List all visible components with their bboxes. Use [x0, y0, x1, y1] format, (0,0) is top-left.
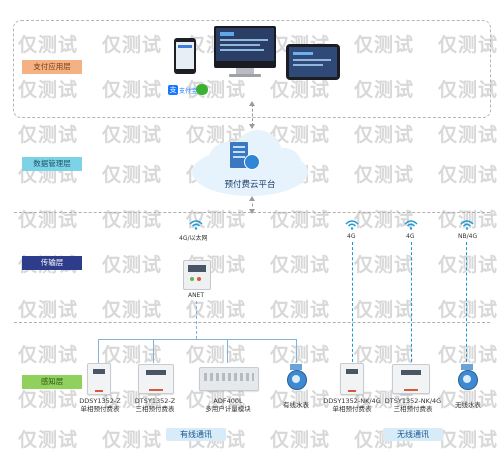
watermark-text: 仅测试 — [18, 124, 79, 146]
bus-drop-3 — [227, 339, 228, 363]
watermark-text: 仅测试 — [354, 254, 415, 276]
wireless-link-2 — [411, 242, 412, 362]
separator-top — [14, 212, 490, 213]
device-label-2: DTSY1352-Z 三相预付费表 — [127, 397, 183, 413]
watermark-text: 仅测试 — [354, 124, 415, 146]
watermark-text: 仅测试 — [102, 124, 163, 146]
watermark-text: 仅测试 — [438, 254, 499, 276]
device-label-1: DDSY1352-Z 单相预付费表 — [72, 397, 128, 413]
device-image-5 — [340, 363, 364, 395]
network-label-left: 4G/以太网 — [179, 235, 208, 242]
device-desc: 三相预付费表 — [393, 405, 433, 413]
network-label-3: NB/4G — [458, 233, 478, 240]
device-model: DDSY1352-Z — [79, 397, 121, 405]
globe-icon — [244, 154, 260, 170]
watermark-text: 仅测试 — [102, 209, 163, 231]
layer-label-app: 支付应用层 — [22, 60, 82, 74]
device-desc: 无线水表 — [455, 401, 481, 409]
alipay-icon: 支 — [168, 85, 178, 95]
monitor-base-icon — [229, 74, 261, 77]
watermark-text: 仅测试 — [438, 124, 499, 146]
watermark-text: 仅测试 — [186, 344, 247, 366]
wired-bus — [98, 339, 296, 340]
watermark-text: 仅测试 — [102, 429, 163, 451]
device-label-3: ADF400L 多用户计量模块 — [196, 397, 260, 413]
watermark-text: 仅测试 — [18, 209, 79, 231]
wireless-link-1 — [352, 242, 353, 362]
wireless-comm-label: 无线通讯 — [383, 428, 443, 441]
watermark-text: 仅测试 — [18, 429, 79, 451]
layer-label-platform: 数据管理层 — [22, 157, 82, 171]
watermark-text: 仅测试 — [270, 209, 331, 231]
device-image-7 — [458, 364, 478, 394]
arrow-down-icon — [249, 209, 255, 214]
arrow-up-icon — [249, 101, 255, 106]
wireless-link-3 — [466, 242, 467, 362]
device-label-5: DDSY1352-NK/4G 单相预付费表 — [322, 397, 382, 413]
desktop-monitor-icon — [214, 26, 276, 68]
device-label-7: 无线水表 — [446, 401, 490, 409]
arrow-down-icon — [249, 124, 255, 129]
link-app-cloud — [252, 104, 253, 126]
device-image-6 — [392, 364, 430, 394]
gateway-device — [183, 260, 211, 290]
network-label-2: 4G — [406, 233, 415, 240]
wired-comm-label: 有线通讯 — [166, 428, 226, 441]
device-model: ADF400L — [213, 397, 243, 405]
device-label-4: 有线水表 — [274, 401, 318, 409]
device-image-3 — [199, 367, 259, 391]
watermark-text: 仅测试 — [354, 299, 415, 321]
gateway-label: ANET — [187, 292, 205, 299]
layer-label-transport: 传输层 — [22, 256, 82, 270]
wechat-icon — [196, 84, 208, 95]
cloud-platform: 预付费云平台 — [188, 128, 312, 198]
gateway-downlink — [196, 301, 197, 339]
platform-label: 预付费云平台 — [224, 180, 276, 190]
separator-bottom — [14, 322, 490, 323]
monitor-stand-icon — [236, 68, 254, 74]
device-model: DTSY1352-NK/4G — [384, 397, 442, 405]
bus-drop-4 — [296, 339, 297, 363]
wifi-icon — [404, 220, 418, 230]
watermark-text: 仅测试 — [438, 429, 499, 451]
bus-drop-2 — [153, 339, 154, 363]
server-icon — [230, 142, 248, 168]
device-model: DDSY1352-NK/4G — [323, 397, 381, 405]
watermark-text: 仅测试 — [18, 344, 79, 366]
watermark-text: 仅测试 — [270, 299, 331, 321]
tablet-icon — [286, 44, 340, 80]
device-desc: 有线水表 — [283, 401, 309, 409]
watermark-text: 仅测试 — [102, 299, 163, 321]
watermark-text: 仅测试 — [438, 344, 499, 366]
device-image-4 — [287, 364, 307, 394]
device-desc: 单相预付费表 — [332, 405, 372, 413]
device-label-6: DTSY1352-NK/4G 三相预付费表 — [383, 397, 443, 413]
watermark-text: 仅测试 — [102, 164, 163, 186]
wifi-icon — [460, 220, 474, 230]
device-image-2 — [138, 364, 174, 394]
watermark-text: 仅测试 — [270, 254, 331, 276]
watermark-text: 仅测试 — [18, 299, 79, 321]
device-desc: 三相预付费表 — [135, 405, 175, 413]
wifi-icon — [189, 220, 203, 230]
alipay-label: 支付宝 — [179, 88, 198, 95]
watermark-text: 仅测试 — [438, 299, 499, 321]
wifi-icon — [345, 220, 359, 230]
watermark-text: 仅测试 — [102, 254, 163, 276]
watermark-text: 仅测试 — [18, 389, 79, 411]
arrow-up-icon — [249, 196, 255, 201]
device-model: DTSY1352-Z — [134, 397, 176, 405]
bus-drop-1 — [98, 339, 99, 363]
phone-icon — [174, 38, 196, 74]
layer-label-sense: 感知层 — [22, 375, 82, 389]
device-desc: 多用户计量模块 — [205, 405, 251, 413]
watermark-text: 仅测试 — [270, 344, 331, 366]
watermark-text: 仅测试 — [354, 164, 415, 186]
watermark-text: 仅测试 — [438, 164, 499, 186]
watermark-text: 仅测试 — [270, 429, 331, 451]
device-desc: 单相预付费表 — [80, 405, 120, 413]
network-label-1: 4G — [347, 233, 356, 240]
link-cloud-network — [252, 198, 253, 212]
device-image-1 — [87, 363, 111, 395]
